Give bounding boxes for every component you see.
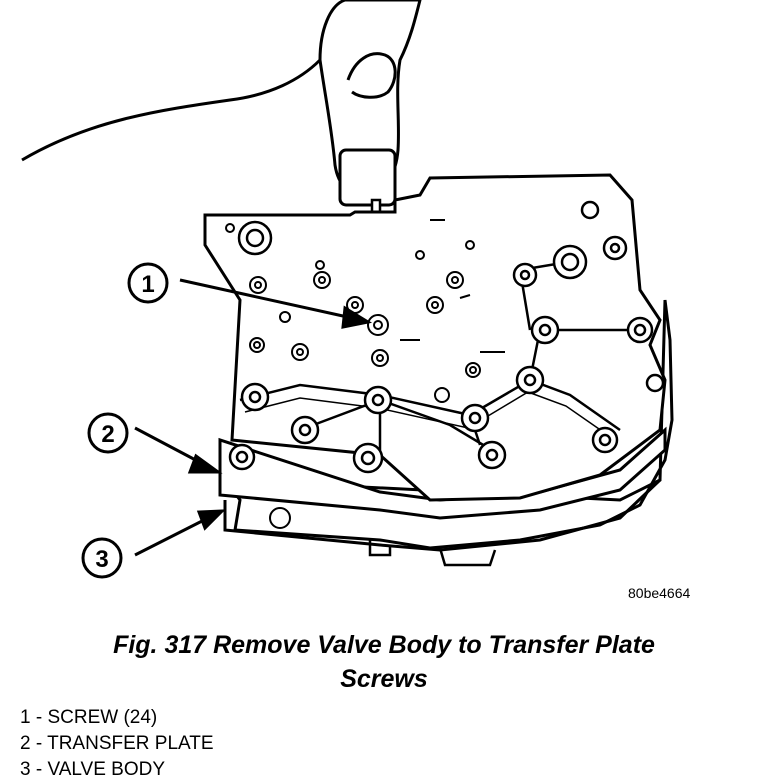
- callout-1-label: 1: [141, 271, 154, 298]
- caption-line-1: Fig. 317 Remove Valve Body to Transfer P…: [113, 631, 655, 659]
- screw-bosses: [228, 200, 665, 474]
- callout-3: 3: [81, 537, 123, 579]
- legend-item: 3 - VALVE BODY: [20, 759, 166, 780]
- figure-id: 80be4664: [628, 585, 691, 601]
- screwdriver-handle: [338, 148, 397, 207]
- callout-2: 2: [87, 412, 129, 454]
- legend-item: 2 - TRANSFER PLATE: [20, 733, 214, 754]
- leader-arrows: [134, 278, 373, 557]
- callout-3-label: 3: [95, 546, 108, 573]
- thumb-outline: [346, 52, 397, 99]
- plate-screws: [225, 223, 481, 529]
- legend: 1 - SCREW (24) 2 - TRANSFER PLATE 3 - VA…: [20, 705, 214, 783]
- caption-line-2: Screws: [340, 665, 428, 693]
- callout-1: 1: [127, 262, 169, 304]
- figure-caption: Fig. 317 Remove Valve Body to Transfer P…: [0, 628, 768, 696]
- legend-item: 1 - SCREW (24): [20, 707, 158, 728]
- plate-slots: [400, 219, 505, 353]
- top-plate: [203, 173, 667, 502]
- callout-2-label: 2: [101, 421, 114, 448]
- valve-body-bottom-tabs: [368, 540, 497, 567]
- valve-body-illustration: 1 2 3: [21, 0, 674, 579]
- arm-outline: [21, 58, 322, 162]
